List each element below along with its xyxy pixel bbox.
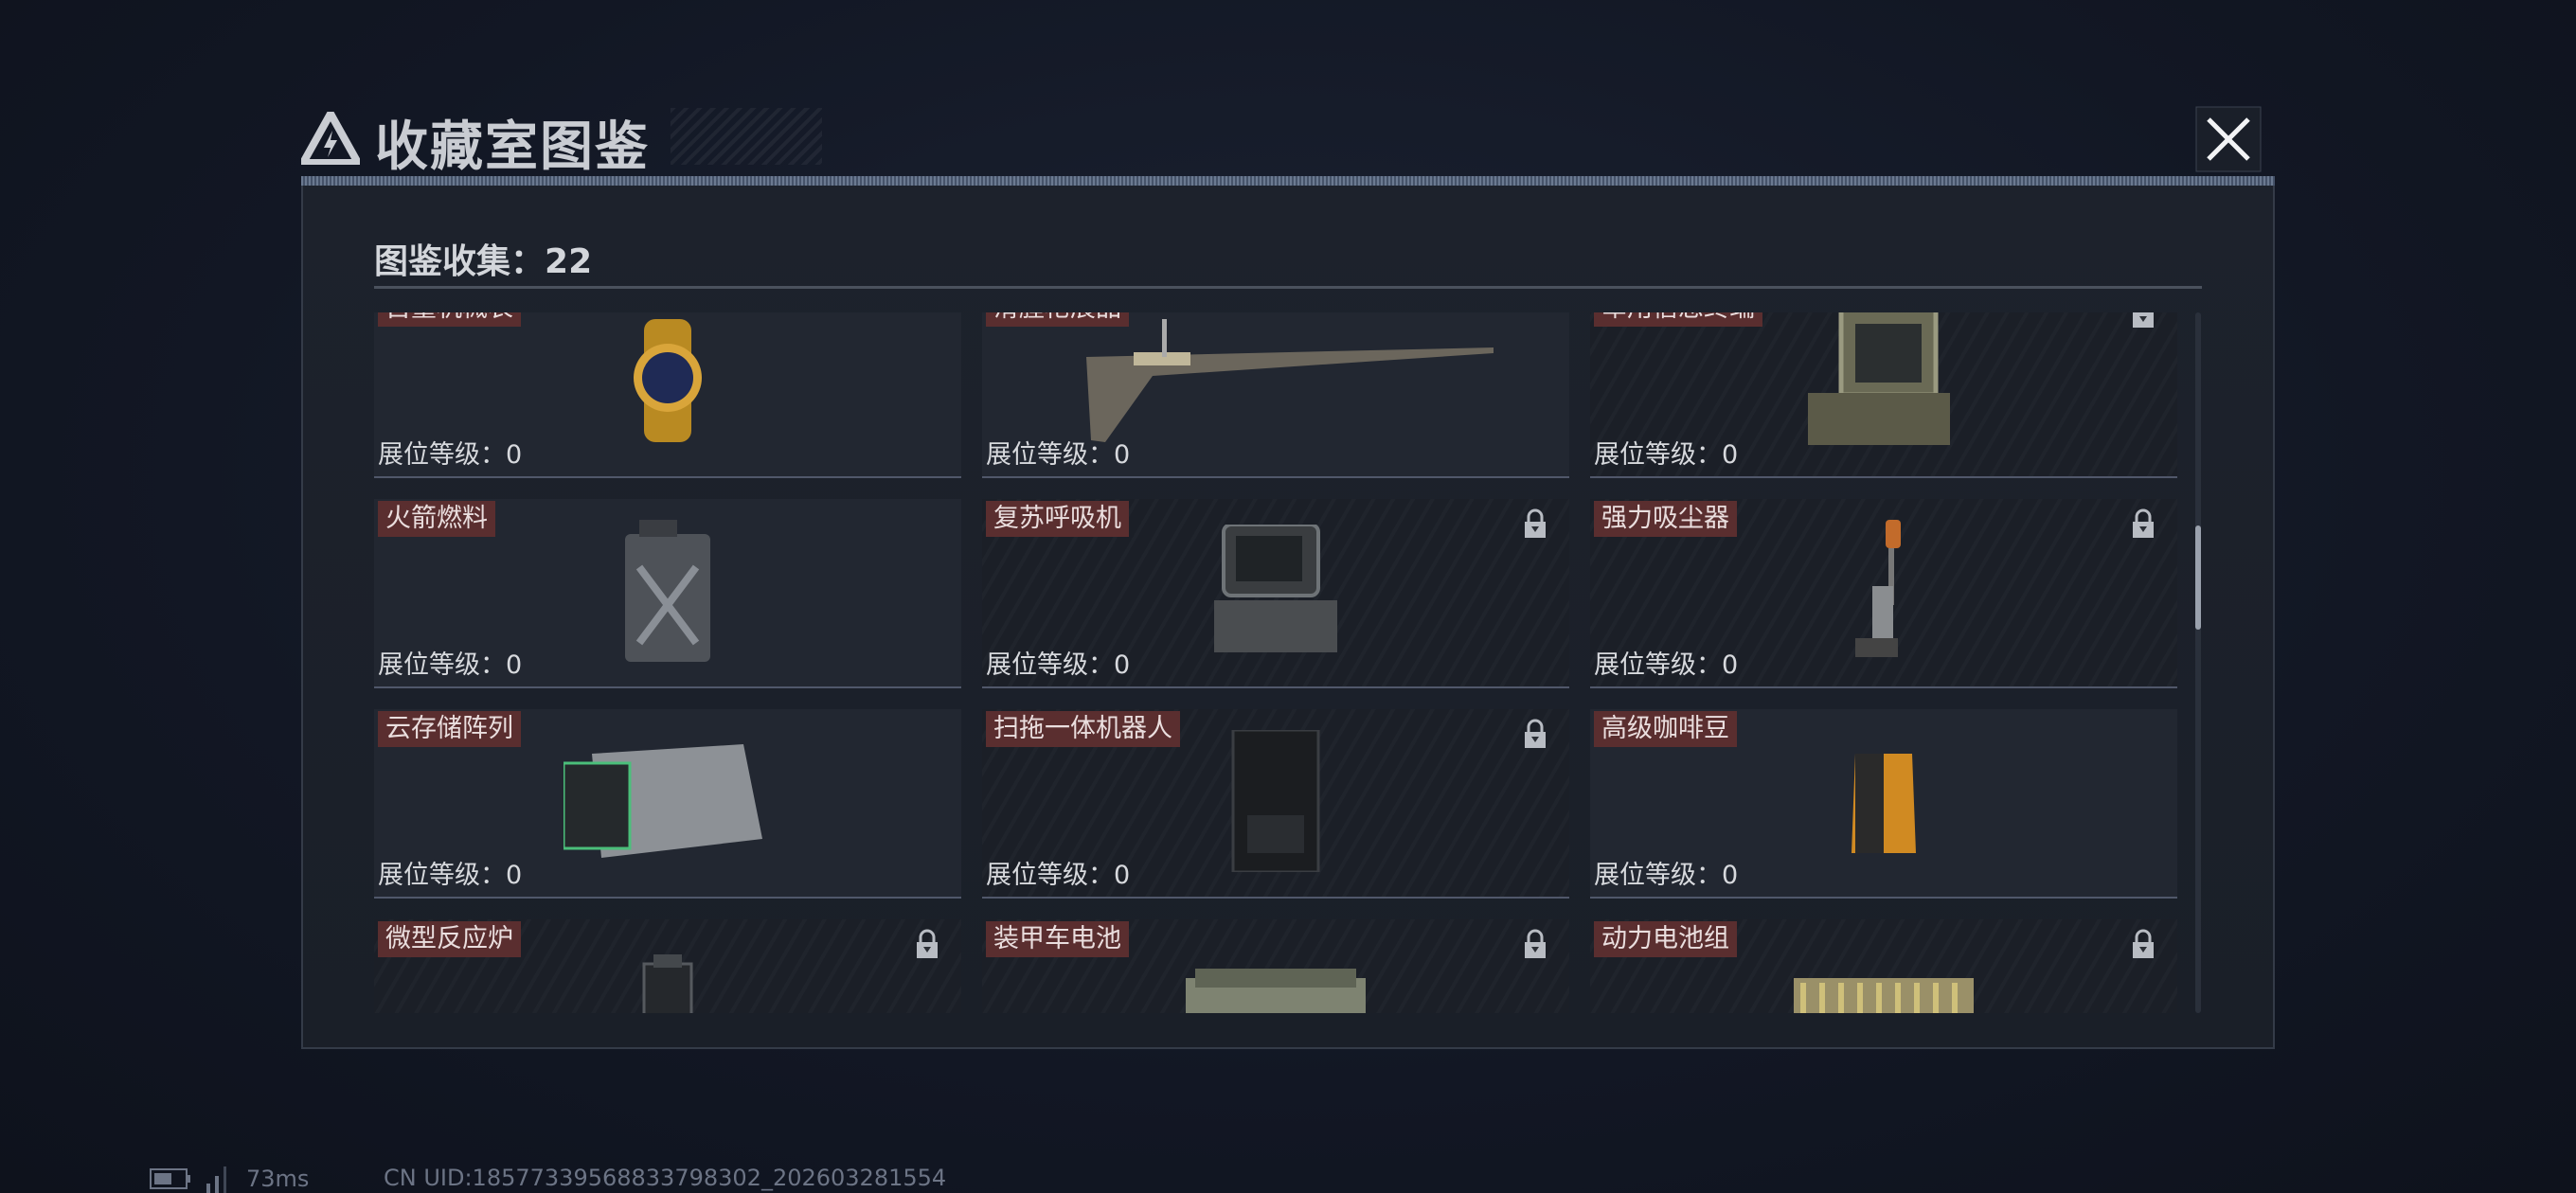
signal-icon: [206, 1166, 226, 1193]
user-uid: CN UID:18577339568833798302_202603281554: [384, 1165, 947, 1191]
level-value: 0: [1114, 650, 1131, 680]
level-label: 展位等级：: [986, 861, 1114, 890]
window-title: 收藏室图鉴: [375, 116, 650, 178]
lock-icon: [1524, 508, 1547, 539]
item-card[interactable]: 火箭燃料展位等级：0: [374, 499, 961, 688]
item-name: 复苏呼吸机: [986, 501, 1129, 537]
title-accent-line: [301, 176, 2275, 186]
vacuum-image: [1846, 520, 1922, 666]
lock-icon: [2132, 929, 2155, 959]
level-value: 0: [1722, 440, 1739, 470]
level-label: 展位等级：: [378, 861, 506, 890]
item-name: 强力吸尘器: [1594, 501, 1737, 537]
lock-icon: [2132, 508, 2155, 539]
level-value: 0: [1722, 650, 1739, 680]
item-card[interactable]: 滑膛枪展品展位等级：0: [982, 312, 1569, 478]
level-label: 展位等级：: [378, 650, 506, 680]
display-level: 展位等级：0: [986, 644, 1130, 681]
reactor-image: [635, 954, 701, 1013]
item-card[interactable]: 扫拖一体机器人展位等级：0: [982, 709, 1569, 899]
item-name: 滑膛枪展品: [986, 312, 1129, 327]
ping-value: 73ms: [246, 1166, 310, 1192]
level-label: 展位等级：: [986, 440, 1114, 470]
item-card[interactable]: 高级咖啡豆展位等级：0: [1590, 709, 2177, 899]
close-button[interactable]: [2195, 106, 2262, 172]
header-divider: [374, 286, 2202, 289]
triangle-bolt-logo-icon: [301, 112, 360, 165]
lock-icon: [2132, 312, 2155, 329]
display-level: 展位等级：0: [986, 434, 1130, 471]
lock-icon: [1524, 929, 1547, 959]
item-name: 云存储阵列: [378, 711, 521, 747]
item-name: 扫拖一体机器人: [986, 711, 1180, 747]
level-value: 0: [506, 440, 523, 470]
item-name: 军用信息终端: [1594, 312, 1762, 327]
collection-count: 图鉴收集：22: [374, 234, 592, 283]
robot-image: [1224, 728, 1328, 876]
display-level: 展位等级：0: [1594, 434, 1738, 471]
item-card[interactable]: 装甲车电池展位等级：0: [982, 919, 1569, 1013]
lock-icon: [1524, 719, 1547, 749]
level-label: 展位等级：: [986, 650, 1114, 680]
collection-value: 22: [545, 242, 593, 281]
item-name: 高级咖啡豆: [1594, 711, 1737, 747]
coffee-image: [1846, 744, 1922, 862]
item-grid: 古董机械表展位等级：0滑膛枪展品展位等级：0军用信息终端展位等级：0火箭燃料展位…: [374, 312, 2177, 1013]
item-name: 火箭燃料: [378, 501, 495, 537]
scrollbar[interactable]: [2195, 312, 2201, 1013]
level-label: 展位等级：: [378, 440, 506, 470]
battery-image: [1186, 969, 1366, 1013]
item-card[interactable]: 军用信息终端展位等级：0: [1590, 312, 2177, 478]
item-name: 古董机械表: [378, 312, 521, 327]
item-card[interactable]: 动力电池组展位等级：0: [1590, 919, 2177, 1013]
item-card[interactable]: 强力吸尘器展位等级：0: [1590, 499, 2177, 688]
battery-icon: [150, 1168, 190, 1189]
display-level: 展位等级：0: [378, 644, 522, 681]
level-label: 展位等级：: [1594, 861, 1722, 890]
scrollbar-thumb[interactable]: [2195, 525, 2201, 630]
status-bar: 73ms: [150, 1165, 309, 1193]
item-name: 微型反应炉: [378, 921, 521, 957]
level-label: 展位等级：: [1594, 440, 1722, 470]
level-value: 0: [1114, 861, 1131, 890]
level-value: 0: [1722, 861, 1739, 890]
ventilator-image: [1209, 523, 1342, 661]
terminal-image: [1803, 312, 1964, 455]
item-card[interactable]: 复苏呼吸机展位等级：0: [982, 499, 1569, 688]
watch-image: [616, 319, 720, 446]
item-name: 动力电池组: [1594, 921, 1737, 957]
title-decoration: [671, 108, 822, 165]
item-name: 装甲车电池: [986, 921, 1129, 957]
musket-image: [1048, 312, 1503, 455]
display-level: 展位等级：0: [986, 854, 1130, 891]
window-title-bar: 收藏室图鉴: [301, 95, 2281, 180]
battery-pack-image: [1794, 969, 1974, 1013]
level-label: 展位等级：: [1594, 650, 1722, 680]
display-level: 展位等级：0: [378, 434, 522, 471]
item-card[interactable]: 云存储阵列展位等级：0: [374, 709, 961, 899]
canister-image: [611, 520, 724, 666]
item-card[interactable]: 古董机械表展位等级：0: [374, 312, 961, 478]
display-level: 展位等级：0: [1594, 854, 1738, 891]
display-level: 展位等级：0: [1594, 644, 1738, 681]
item-card[interactable]: 微型反应炉展位等级：0: [374, 919, 961, 1013]
item-grid-viewport[interactable]: 古董机械表展位等级：0滑膛枪展品展位等级：0军用信息终端展位等级：0火箭燃料展位…: [374, 312, 2177, 1013]
display-level: 展位等级：0: [378, 854, 522, 891]
lock-icon: [916, 929, 939, 959]
server-image: [562, 735, 772, 871]
level-value: 0: [506, 650, 523, 680]
level-value: 0: [1114, 440, 1131, 470]
collection-label: 图鉴收集：: [374, 242, 546, 281]
level-value: 0: [506, 861, 523, 890]
